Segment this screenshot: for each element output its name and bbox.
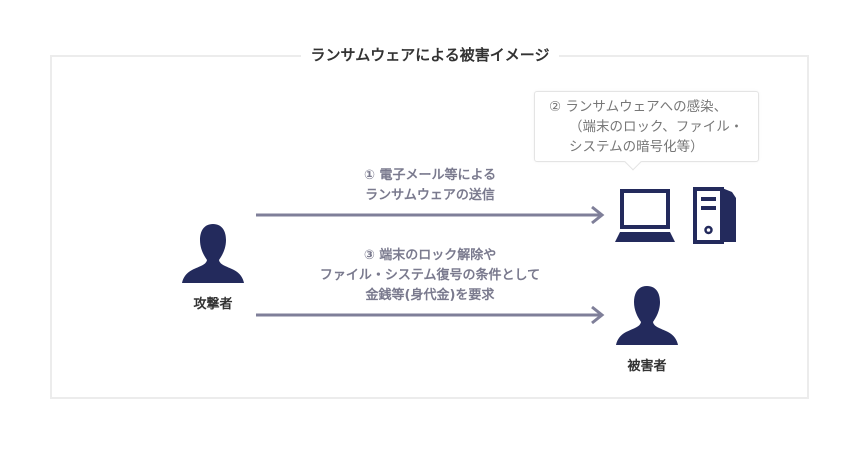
step1-label: ① 電子メール等による ランサムウェアの送信 <box>330 166 530 206</box>
diagram-title: ランサムウェアによる被害イメージ <box>300 46 560 64</box>
step2-line3: システムの暗号化等） <box>569 139 704 155</box>
step1-line2: ランサムウェアの送信 <box>365 188 495 203</box>
desktop-tower-icon <box>693 187 736 244</box>
arrow-send <box>256 205 605 225</box>
step1-line1: ① 電子メール等による <box>363 168 497 183</box>
victim-person-icon <box>616 286 678 345</box>
victim-label: 被害者 <box>627 359 667 374</box>
attacker-label: 攻撃者 <box>193 297 233 312</box>
callout-text: ② ランサムウェアへの感染、 （端末のロック、ファイル・ システムの暗号化等） <box>549 97 743 157</box>
arrow-demand <box>256 305 605 325</box>
infection-callout: ② ランサムウェアへの感染、 （端末のロック、ファイル・ システムの暗号化等） <box>534 91 759 162</box>
step2-line1: ② ランサムウェアへの感染、 <box>549 99 728 115</box>
diagram-title-wrap: ランサムウェアによる被害イメージ <box>0 45 860 65</box>
step3-line2: ファイル・システム復号の条件として <box>319 268 541 283</box>
step2-line2: （端末のロック、ファイル・ <box>569 119 744 135</box>
step3-line1: ③ 端末のロック解除や <box>363 248 497 263</box>
step3-label: ③ 端末のロック解除や ファイル・システム復号の条件として 金銭等(身代金)を要… <box>290 246 570 306</box>
step3-line3: 金銭等(身代金)を要求 <box>365 288 495 303</box>
laptop-icon <box>615 189 675 242</box>
attacker-person-icon <box>182 224 244 283</box>
